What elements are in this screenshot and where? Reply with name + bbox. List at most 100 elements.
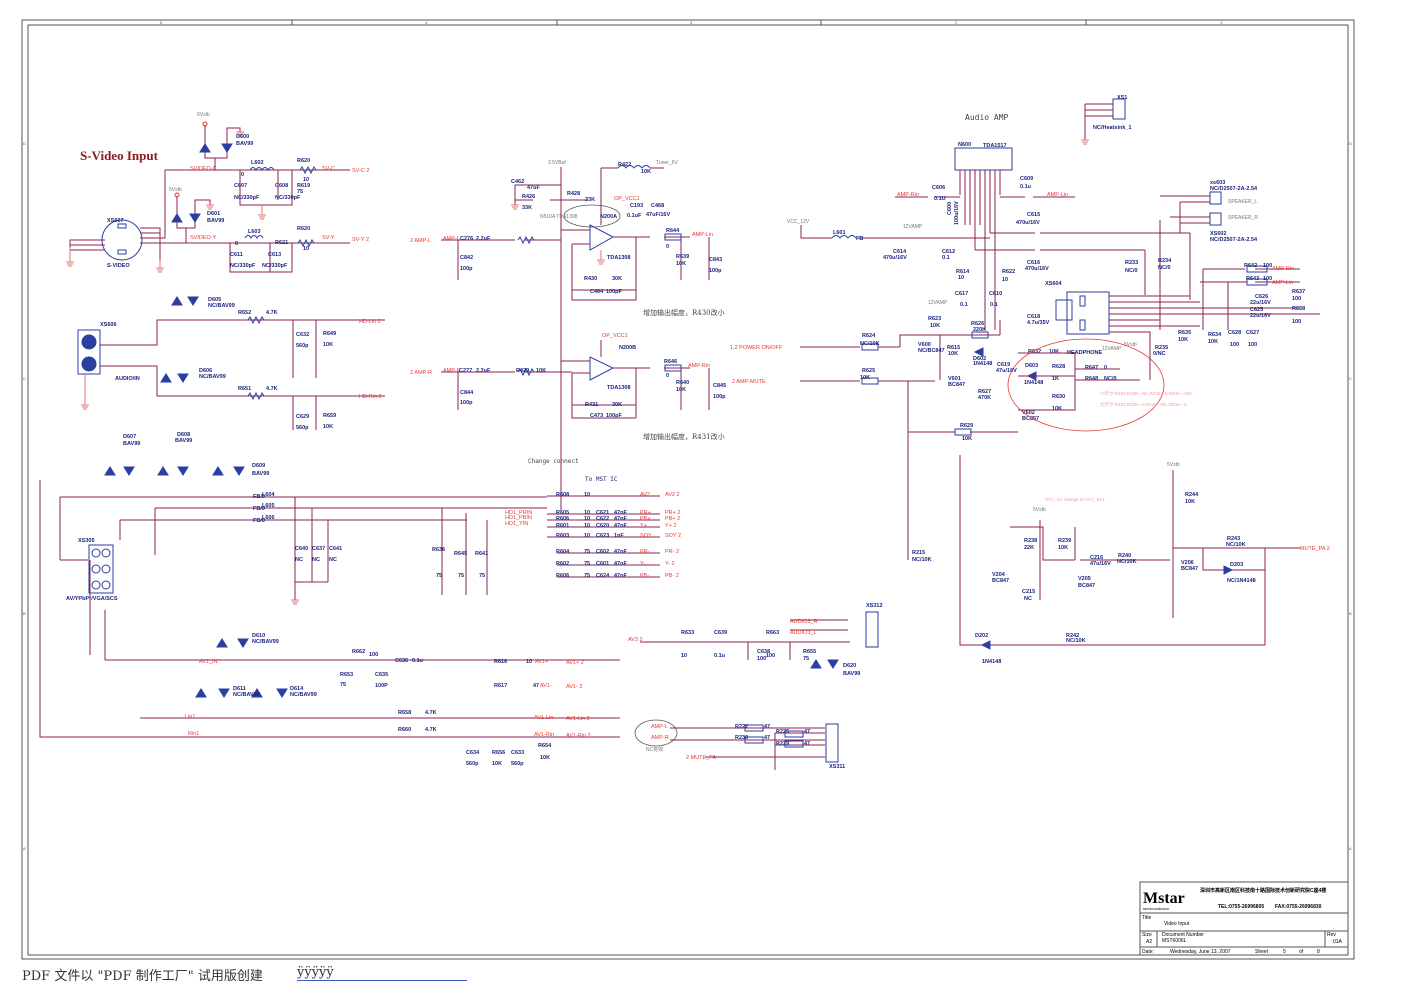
svg-text:C635: C635	[375, 672, 388, 678]
port-pb[interactable]: PB+ 2	[665, 516, 680, 522]
svg-text:C468: C468	[651, 203, 664, 209]
svg-text:R215: R215	[912, 550, 925, 556]
svg-text:NC/BAV99: NC/BAV99	[208, 303, 235, 309]
port-soy[interactable]: SOY 2	[665, 533, 681, 539]
watermark-link[interactable]: ÿÿÿÿÿ	[297, 965, 467, 981]
svg-text:TDA1308: TDA1308	[607, 255, 631, 261]
ypbpr-connector: XS305 AV/YPbPr/VGA/SCS	[66, 538, 118, 602]
port-hd-rin[interactable]: HD-Rin 2	[359, 394, 382, 400]
svg-text:75: 75	[803, 656, 809, 662]
svg-text:10K: 10K	[676, 387, 686, 393]
svg-text:100: 100	[766, 653, 775, 659]
svg-text:10K: 10K	[676, 261, 686, 267]
svg-text:L602: L602	[251, 160, 264, 166]
port-y[interactable]: Y+ 2	[665, 523, 676, 529]
svg-text:100: 100	[757, 656, 766, 662]
svg-text:10: 10	[958, 275, 964, 281]
svg-text:XS311: XS311	[829, 764, 845, 770]
svg-text:5Vstb: 5Vstb	[169, 187, 182, 193]
svg-text:TDA1517: TDA1517	[983, 143, 1007, 149]
port-hd-lin[interactable]: HD-Lin 2	[359, 319, 381, 325]
port-av1-lin[interactable]: AV1-Lin 2	[566, 716, 590, 722]
svg-text:HD1_PRIN: HD1_PRIN	[505, 510, 532, 516]
svg-text:12VAMP: 12VAMP	[903, 224, 923, 230]
port-y[interactable]: Y- 2	[665, 561, 675, 567]
svg-text:0: 0	[241, 172, 244, 178]
svg-text:47: 47	[804, 729, 810, 735]
svg-text:NC/10K: NC/10K	[1226, 542, 1246, 548]
port-mute-pa[interactable]: 2 MUTE_PA	[686, 755, 716, 761]
svg-text:0: 0	[235, 241, 238, 247]
port-pr[interactable]: PR- 2	[665, 549, 679, 555]
svg-text:5Vstb: 5Vstb	[1033, 507, 1046, 513]
svg-text:10K: 10K	[492, 761, 502, 767]
resistor-ref: R601	[556, 523, 569, 529]
resistor-ref: R602	[556, 561, 569, 567]
title-block: Mstar semiconductor 深圳市高新区南区科技南十路国际技术创新研…	[1139, 881, 1349, 956]
svg-text:R653: R653	[340, 672, 353, 678]
port-mute-pa-out[interactable]: MUTE_PA 2	[1300, 546, 1330, 552]
svg-text:R624: R624	[862, 333, 876, 339]
svg-text:10K: 10K	[948, 351, 958, 357]
port-amp-mute[interactable]: 2 AMP-MUTE	[732, 379, 766, 385]
svg-text:C216: C216	[1090, 555, 1103, 561]
svg-text:BAV99: BAV99	[252, 471, 269, 477]
svg-text:10K: 10K	[1185, 499, 1195, 505]
port-amp-r[interactable]: 2 AMP-R	[410, 370, 432, 376]
capacitor-ref: C601	[596, 561, 609, 567]
svg-text:470u/16V: 470u/16V	[1025, 266, 1049, 272]
svg-text:MST6006L: MST6006L	[1162, 938, 1187, 944]
svg-text:AMP-L: AMP-L	[443, 236, 460, 242]
svg-text:C639: C639	[714, 630, 727, 636]
port-sv-c[interactable]: SV-C 2	[352, 168, 369, 174]
svg-text:100pF: 100pF	[606, 413, 623, 419]
svg-text:NC/0: NC/0	[1158, 265, 1171, 271]
svg-text:SV-C: SV-C	[322, 166, 335, 172]
port-power-onoff[interactable]: 1,2 POWER ON/OFF	[730, 345, 783, 351]
svg-text:47u/16V: 47u/16V	[996, 368, 1017, 374]
page-heading: S-Video Input	[80, 148, 159, 163]
doc-title: Video Input	[1164, 921, 1190, 927]
svg-text:560p: 560p	[296, 343, 309, 349]
svg-text:R614: R614	[956, 269, 970, 275]
svg-text:BAV99: BAV99	[175, 438, 192, 444]
svg-text:XS1: XS1	[1117, 95, 1127, 101]
svg-text:D620: D620	[843, 663, 856, 669]
port-av1-minus[interactable]: AV1- 2	[566, 684, 582, 690]
svg-text:10: 10	[526, 659, 532, 665]
port-av3[interactable]: AV3 2	[628, 637, 643, 643]
port-av1-plus[interactable]: AV1+ 2	[566, 660, 584, 666]
svg-text:NC/1N4148: NC/1N4148	[1227, 578, 1256, 584]
resistor-ref: R605	[556, 510, 569, 516]
svg-text:0.1u: 0.1u	[714, 653, 725, 659]
svg-text:0.1: 0.1	[960, 302, 968, 308]
svg-text:D203: D203	[1230, 562, 1243, 568]
svg-text:XS606: XS606	[100, 322, 117, 328]
svg-text:8: 8	[1317, 949, 1320, 955]
svg-text:NC: NC	[312, 557, 320, 563]
svg-text:47: 47	[804, 741, 810, 747]
port-av1-rin[interactable]: AV1-Rin 2	[566, 733, 591, 739]
port-amp-l[interactable]: 2 AMP-L	[410, 238, 431, 244]
to-mst-ic-label: To MST IC	[585, 476, 618, 483]
port-pb[interactable]: PB- 2	[665, 573, 679, 579]
svg-text:R638: R638	[1292, 306, 1305, 312]
net-label: Y-	[640, 561, 645, 567]
port-av2[interactable]: AV2 2	[665, 492, 680, 498]
port-sv-y[interactable]: SV-Y 2	[352, 237, 369, 243]
net-label: PR+	[640, 510, 651, 516]
svg-text:100: 100	[369, 652, 378, 658]
capacitor-ref: C621	[596, 510, 609, 516]
zone-number: 3	[690, 20, 693, 25]
svg-text:Lin1: Lin1	[185, 714, 195, 720]
net-label: PB+	[640, 516, 651, 522]
svg-text:xs603: xs603	[1210, 180, 1225, 186]
svg-text:V206: V206	[1181, 560, 1194, 566]
svg-text:NC/330pF: NC/330pF	[234, 195, 260, 201]
svg-text:10K: 10K	[1178, 337, 1188, 343]
svg-text:FAX:0755-26996830: FAX:0755-26996830	[1275, 904, 1322, 910]
port-pr[interactable]: PR+ 2	[665, 510, 680, 516]
svg-text:100: 100	[1248, 342, 1257, 348]
svg-text:R640: R640	[676, 380, 689, 386]
